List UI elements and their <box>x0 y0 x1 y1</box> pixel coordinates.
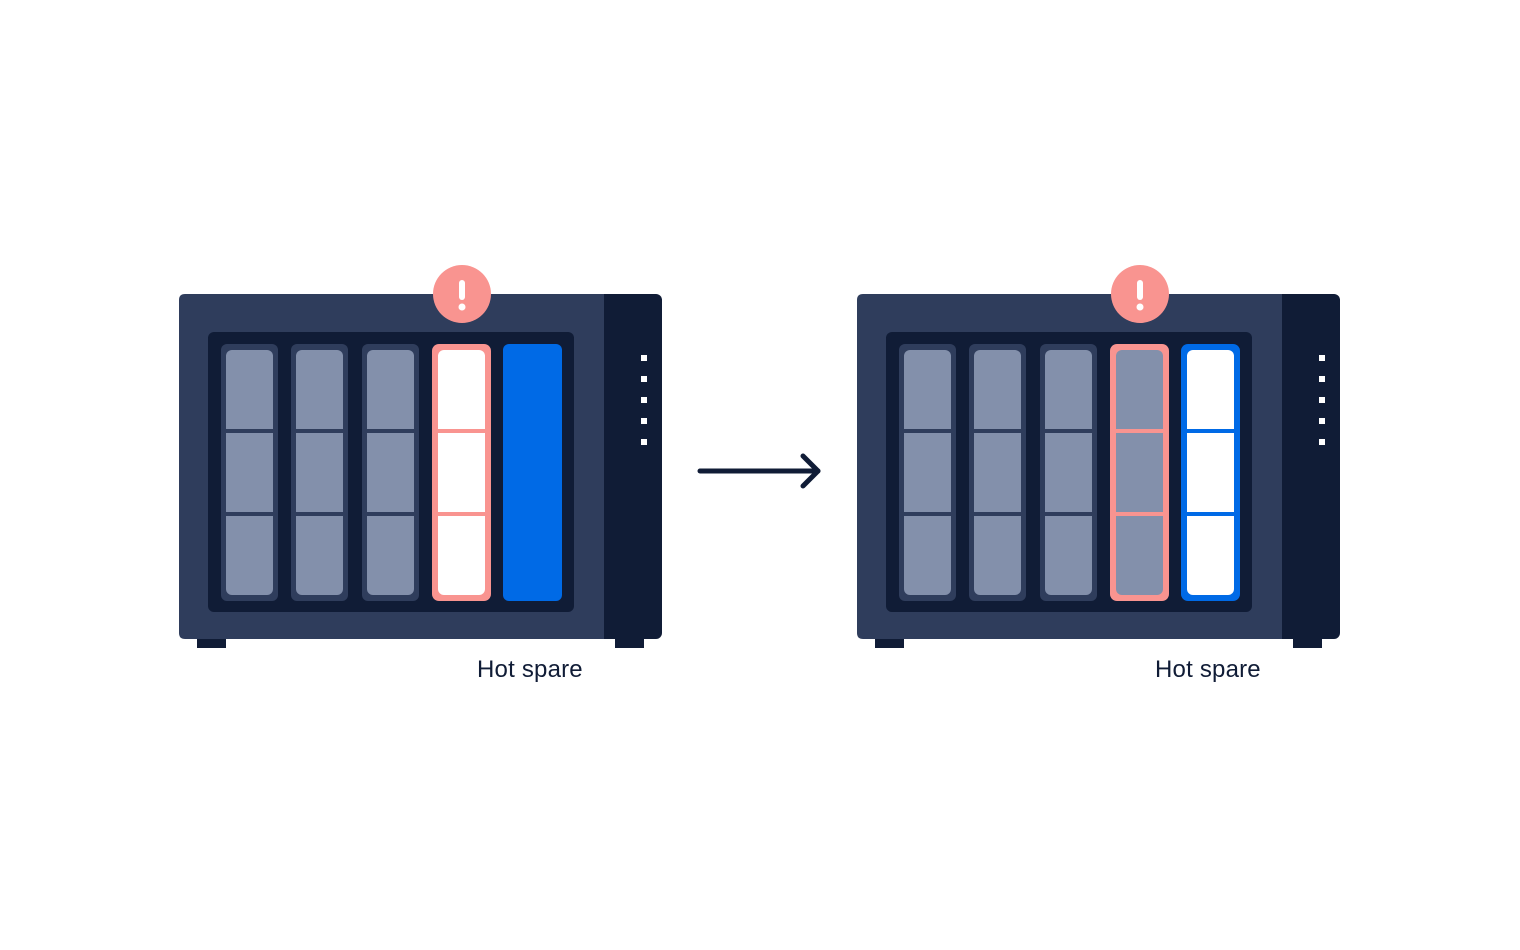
drive-body <box>974 350 1021 595</box>
drive-body <box>367 350 414 595</box>
drive-1 <box>899 344 956 601</box>
drive-body <box>1187 350 1234 595</box>
drive-4 <box>432 344 491 601</box>
arrow-right-icon <box>697 453 821 489</box>
exclamation-icon <box>433 265 491 323</box>
nas-before <box>179 265 662 648</box>
drive-2 <box>969 344 1026 601</box>
hot-spare-label-before: Hot spare <box>477 656 583 683</box>
drive-5 <box>503 344 562 601</box>
nas-foot <box>1293 638 1322 648</box>
drive-body <box>438 350 485 595</box>
status-led <box>1319 397 1325 403</box>
status-led <box>641 355 647 361</box>
drive-body <box>1116 350 1163 595</box>
nas-foot <box>875 638 904 648</box>
drive-body <box>1045 350 1092 595</box>
drive-body <box>226 350 273 595</box>
hot-spare-label-after: Hot spare <box>1155 656 1261 683</box>
status-led <box>1319 355 1325 361</box>
status-led <box>641 439 647 445</box>
status-led <box>1319 418 1325 424</box>
status-led <box>1319 439 1325 445</box>
drive-3 <box>362 344 419 601</box>
nas-after <box>857 265 1340 648</box>
status-led <box>641 376 647 382</box>
status-led <box>1319 376 1325 382</box>
nas-foot <box>615 638 644 648</box>
exclamation-icon <box>1111 265 1169 323</box>
drive-2 <box>291 344 348 601</box>
nas-foot <box>197 638 226 648</box>
drive-5 <box>1181 344 1240 601</box>
drive-body <box>296 350 343 595</box>
drive-3 <box>1040 344 1097 601</box>
status-led <box>641 418 647 424</box>
drive-1 <box>221 344 278 601</box>
drive-body <box>904 350 951 595</box>
status-led <box>641 397 647 403</box>
drive-4 <box>1110 344 1169 601</box>
drive-body <box>503 344 562 601</box>
